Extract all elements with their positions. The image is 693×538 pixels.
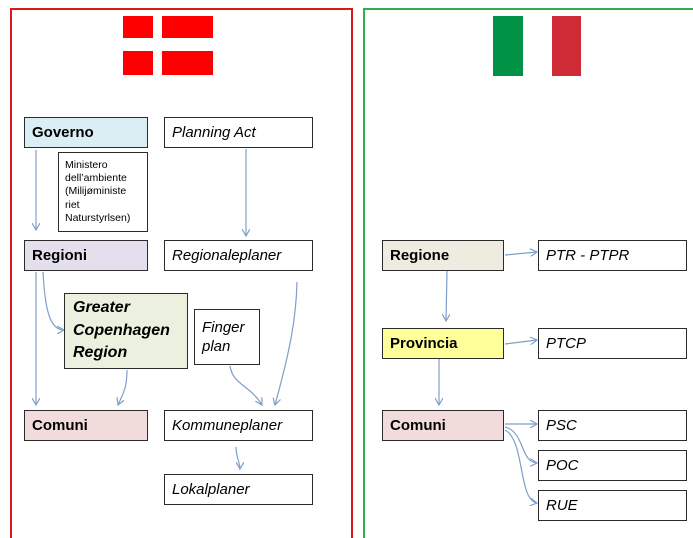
finger-line-1: Finger — [202, 318, 245, 336]
ministero-line-1: Ministero — [65, 159, 108, 172]
arrow-comuni-rue — [504, 429, 537, 503]
comuni-it-box: Comuni — [382, 410, 504, 441]
ptr-ptpr-box: PTR - PTPR — [538, 240, 687, 271]
arrow-regioni-greater — [42, 271, 64, 330]
lokalplaner-box: Lokalplaner — [164, 474, 313, 505]
kommuneplaner-box: Kommuneplaner — [164, 410, 313, 441]
rue-box: RUE — [538, 490, 687, 521]
greater-line-3: Region — [73, 344, 128, 362]
denmark-panel — [10, 8, 353, 538]
arrow-provincia-ptcp — [504, 340, 537, 344]
finger-line-2: plan — [202, 338, 231, 355]
comuni-dk-box: Comuni — [24, 410, 148, 441]
ministero-line-4: riet — [65, 198, 80, 211]
arrow-regione-provincia — [446, 269, 447, 321]
denmark-flag-quadrant-br — [162, 51, 213, 75]
planning-act-box: Planning Act — [164, 117, 313, 148]
finger-plan-box: Finger plan — [194, 309, 260, 365]
arrow-fingerplan-kommuneplaner — [229, 365, 262, 405]
provincia-box: Provincia — [382, 328, 504, 359]
denmark-flag-quadrant-tr — [162, 16, 213, 38]
governo-box: Governo — [24, 117, 148, 148]
ministero-line-5: Naturstyrlsen) — [65, 211, 131, 224]
italy-flag-red — [552, 16, 581, 76]
regioni-box: Regioni — [24, 240, 148, 271]
poc-box: POC — [538, 450, 687, 481]
greater-copenhagen-box: Greater Copenhagen Region — [64, 293, 188, 369]
ministero-line-2: dell’ambiente — [65, 172, 127, 185]
psc-box: PSC — [538, 410, 687, 441]
arrow-regionaleplaner-kommuneplaner — [275, 281, 298, 405]
regione-box: Regione — [382, 240, 504, 271]
ministero-line-3: (Milijøministe — [65, 185, 127, 198]
italy-flag-green — [493, 16, 523, 76]
denmark-flag-quadrant-tl — [123, 16, 153, 38]
regionaleplaner-box: Regionaleplaner — [164, 240, 313, 271]
greater-line-2: Copenhagen — [73, 321, 170, 339]
arrow-comuni-poc — [504, 426, 537, 463]
denmark-flag-quadrant-bl — [123, 51, 153, 75]
ministero-box: Ministero dell’ambiente (Milijøministe r… — [58, 152, 148, 232]
ptcp-box: PTCP — [538, 328, 687, 359]
arrow-regione-ptr — [504, 252, 537, 255]
greater-line-1: Greater — [73, 299, 130, 317]
arrow-kommuneplaner-lokalplaner — [235, 446, 240, 469]
italy-panel — [363, 8, 693, 538]
arrow-greater-comuni — [118, 369, 128, 405]
